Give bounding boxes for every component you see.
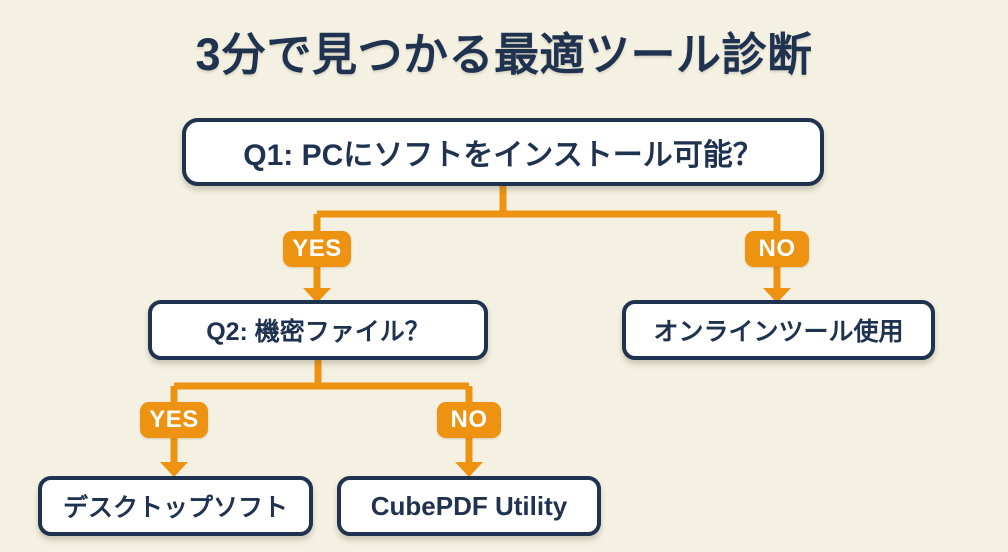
arrowhead-q1-yes bbox=[303, 288, 331, 303]
badge-q1-no: NO bbox=[745, 231, 809, 267]
arrowhead-q2-no bbox=[455, 462, 483, 477]
node-q1[interactable]: Q1: PCにソフトをインストール可能？ bbox=[182, 118, 824, 186]
node-q2[interactable]: Q2: 機密ファイル？ bbox=[148, 300, 488, 360]
node-cubepdf-utility-label: CubePDF Utility bbox=[370, 490, 568, 521]
node-q1-label: Q1: PCにソフトをインストール可能？ bbox=[243, 139, 763, 172]
node-cubepdf-utility[interactable]: CubePDF Utility bbox=[337, 476, 601, 536]
node-q2-label: Q2: 機密ファイル？ bbox=[206, 318, 430, 346]
node-online-tool[interactable]: オンラインツール使用 bbox=[622, 300, 935, 360]
node-desktop-software[interactable]: デスクトップソフト bbox=[38, 476, 313, 536]
badge-q1-yes: YES bbox=[283, 231, 351, 267]
page-title: 3分で見つかる最適ツール診断 bbox=[195, 29, 813, 80]
badge-q2-yes: YES bbox=[140, 402, 208, 438]
badge-q2-no: NO bbox=[437, 402, 501, 438]
node-online-tool-label: オンラインツール使用 bbox=[653, 318, 904, 346]
arrowhead-q1-no bbox=[763, 288, 791, 303]
node-desktop-software-label: デスクトップソフト bbox=[62, 494, 288, 522]
arrowhead-q2-yes bbox=[160, 462, 188, 477]
